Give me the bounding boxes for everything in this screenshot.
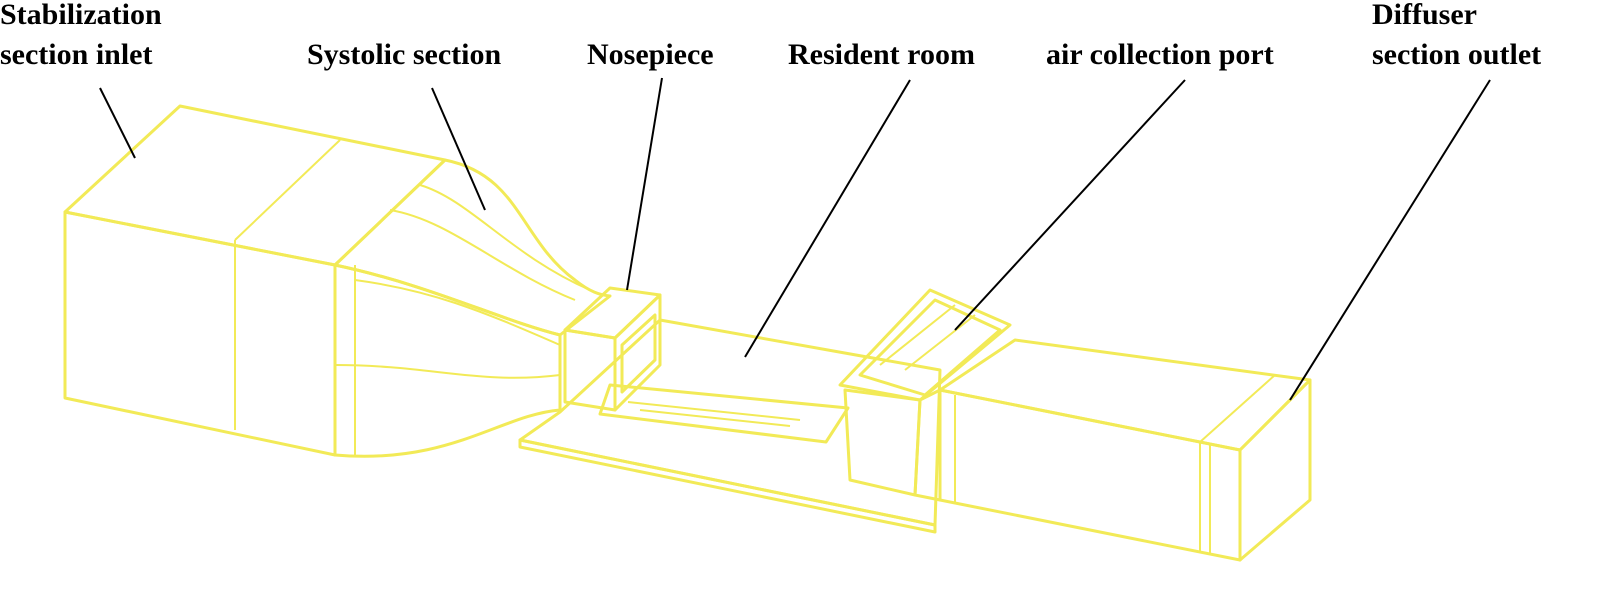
label-diffuser-line2: section outlet: [1372, 38, 1541, 71]
stabilization-section: [63, 104, 447, 457]
air-collection-port: [838, 288, 1012, 502]
leader-nosepiece: [626, 77, 663, 291]
leader-lines: [99, 77, 1491, 401]
label-systolic: Systolic section: [307, 38, 501, 71]
label-air-collection-port: air collection port: [1046, 38, 1274, 71]
label-resident-room: Resident room: [788, 38, 975, 71]
test-bed: [598, 383, 850, 444]
label-stabilization-line1: Stabilization: [0, 0, 162, 31]
nosepiece: [563, 286, 662, 412]
leader-stabilization: [99, 87, 136, 159]
leader-systolic: [431, 87, 486, 211]
leader-air-collection: [954, 79, 1186, 331]
label-nosepiece: Nosepiece: [587, 38, 714, 71]
resident-room-floor: [518, 318, 942, 534]
diffuser-section: [938, 338, 1312, 562]
leader-resident-room: [744, 79, 911, 358]
label-diffuser-line1: Diffuser: [1372, 0, 1477, 31]
label-stabilization-line2: section inlet: [0, 38, 152, 71]
leader-diffuser: [1289, 79, 1491, 401]
systolic-section: [333, 158, 612, 458]
diffuser-outlet-face: [1238, 378, 1312, 562]
